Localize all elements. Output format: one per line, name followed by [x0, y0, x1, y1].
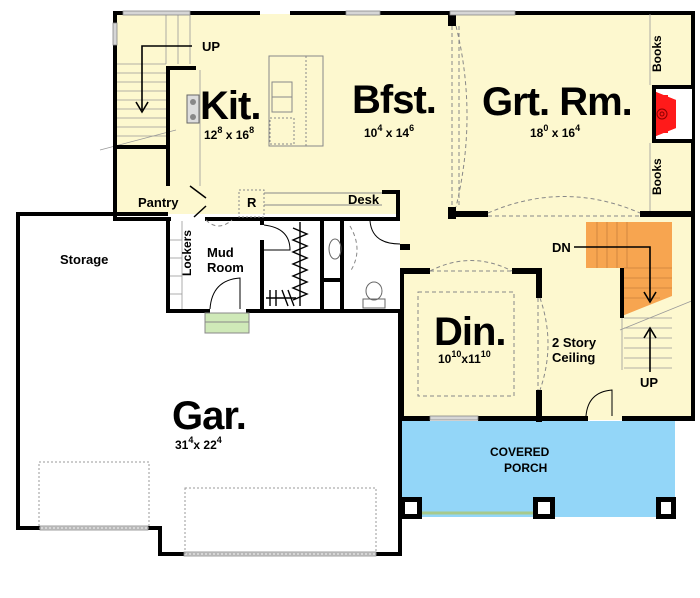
breakfast-dimensions: 104 x 146 [364, 123, 415, 140]
porch-label-line1: COVERED [490, 445, 550, 459]
mud-room-label-line1: Mud [207, 245, 234, 260]
porch-post-caps [405, 502, 671, 514]
lockers-grid [170, 221, 183, 309]
refrigerator-label: R [247, 195, 257, 210]
stair-arrows [135, 45, 657, 372]
lockers-label: Lockers [180, 229, 194, 276]
mud-room-stoop [204, 312, 250, 334]
stair-down-label: DN [552, 240, 571, 255]
books-label-bottom: Books [650, 158, 664, 195]
dashed-openings [205, 25, 641, 397]
cooktop [186, 70, 201, 186]
dining-dimensions: 1010x1110 [438, 349, 491, 366]
great-room-label: Grt. Rm. [482, 80, 633, 124]
walls [16, 11, 695, 556]
closet-hangers [266, 222, 309, 307]
stair-down-treads [596, 222, 672, 299]
pantry-label: Pantry [138, 195, 179, 210]
kitchen-label: Kit. [200, 84, 261, 128]
interior-fill [113, 14, 694, 420]
desk-counter [238, 189, 382, 218]
porch-label-line2: PORCH [504, 461, 548, 475]
garage-label: Gar. [172, 394, 247, 438]
stair-up-left-label: UP [202, 39, 221, 54]
pantry-door [189, 185, 207, 218]
bath-fixtures [328, 238, 386, 309]
two-story-label-line2: Ceiling [552, 350, 596, 365]
kitchen-dimensions: 128 x 168 [204, 125, 255, 142]
garage-door-outlines [38, 461, 377, 555]
stair-up-right-treads [619, 299, 695, 370]
kitchen-island [268, 55, 324, 147]
great-room-dimensions: 180 x 164 [530, 123, 581, 140]
storage-label: Storage [60, 252, 109, 267]
mud-room-label-line2: Room [207, 260, 244, 275]
desk-label: Desk [348, 192, 380, 207]
dining-label: Din. [434, 310, 507, 354]
stair-up-right-label: UP [640, 375, 659, 390]
garage-dimensions: 314x 224 [175, 435, 222, 452]
door-swings [209, 220, 613, 417]
books-label-top: Books [650, 35, 664, 72]
fireplace-icon [656, 89, 692, 139]
two-story-label-line1: 2 Story [552, 335, 597, 350]
breakfast-label: Bfst. [352, 78, 437, 122]
